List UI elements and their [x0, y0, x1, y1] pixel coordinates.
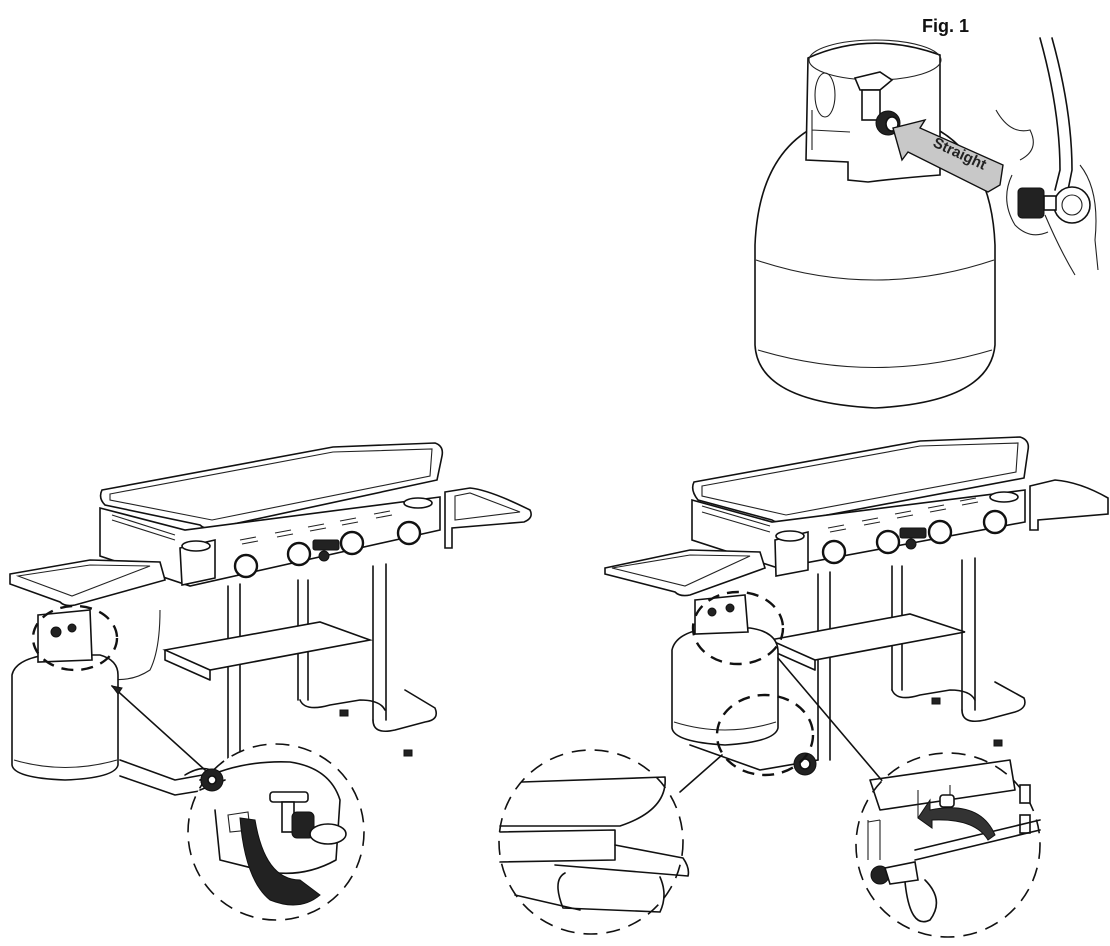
left-griddle-assembly — [9, 442, 532, 796]
figure-label: Fig. 1 — [922, 16, 970, 36]
fig1-tank-connection: Straight — [754, 37, 1099, 409]
right-griddle-assembly — [604, 436, 1109, 793]
left-detail-valve-connection — [184, 743, 365, 921]
detail-tank-base-seating — [498, 749, 690, 935]
detail-hose-rotation — [855, 752, 1041, 938]
